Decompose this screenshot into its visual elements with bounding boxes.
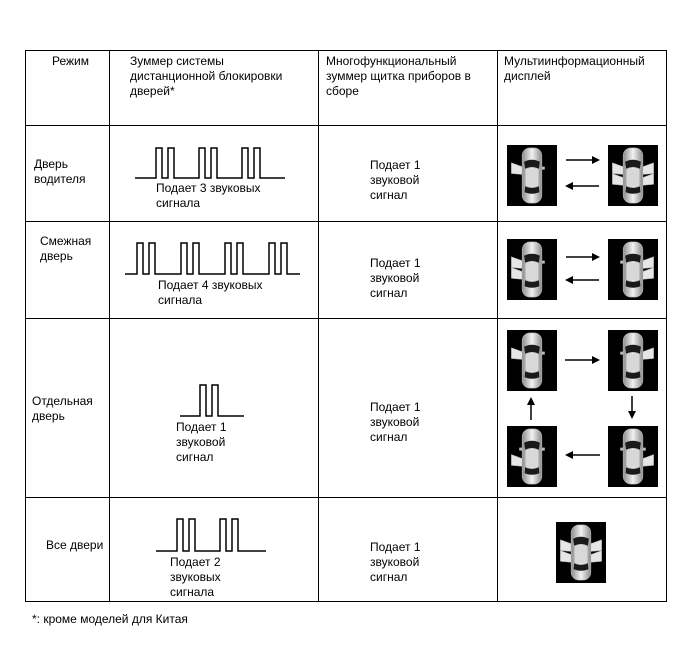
mid-car-front-left [507, 330, 557, 391]
mid-car-all-doors-open [608, 145, 658, 206]
row-2-meter-text: Подает 1 звуковой сигнал [370, 256, 421, 300]
row-2-remote-caption: Подает 4 звуковых сигнала [158, 278, 263, 307]
mid-car-rear-right [608, 426, 658, 487]
row-4-remote-caption: Подает 2 звуковых сигнала [170, 555, 221, 599]
mid-car-all-doors [556, 522, 606, 583]
row-3-mode: Отдельная дверь [32, 394, 93, 423]
header-mid-display: Мультиинформационный дисплей [504, 54, 645, 83]
row-1-mode: Дверь водителя [34, 157, 86, 186]
mid-car-driver-door-open [507, 145, 557, 206]
row-1-meter-text: Подает 1 звуковой сигнал [370, 158, 421, 202]
row-3-remote-caption: Подает 1 звуковой сигнал [176, 420, 227, 464]
mid-car-adjacent-left [507, 239, 557, 300]
row-4-mode: Все двери [46, 538, 104, 552]
row-1-remote-caption: Подает 3 звуковых сигнала [156, 181, 261, 210]
header-remote-buzzer: Зуммер системы дистанционной блокировки … [130, 54, 283, 98]
mid-car-rear-left [507, 426, 557, 487]
mid-car-front-right [608, 330, 658, 391]
row-3-meter-text: Подает 1 звуковой сигнал [370, 400, 421, 444]
row-2-mode: Смежная дверь [40, 234, 92, 263]
mid-car-adjacent-right [608, 239, 658, 300]
header-meter-buzzer: Многофункциональный зуммер щитка приборо… [326, 54, 471, 98]
row-4-meter-text: Подает 1 звуковой сигнал [370, 540, 421, 584]
footnote: *: кроме моделей для Китая [32, 612, 188, 626]
header-mode: Режим [52, 54, 89, 68]
